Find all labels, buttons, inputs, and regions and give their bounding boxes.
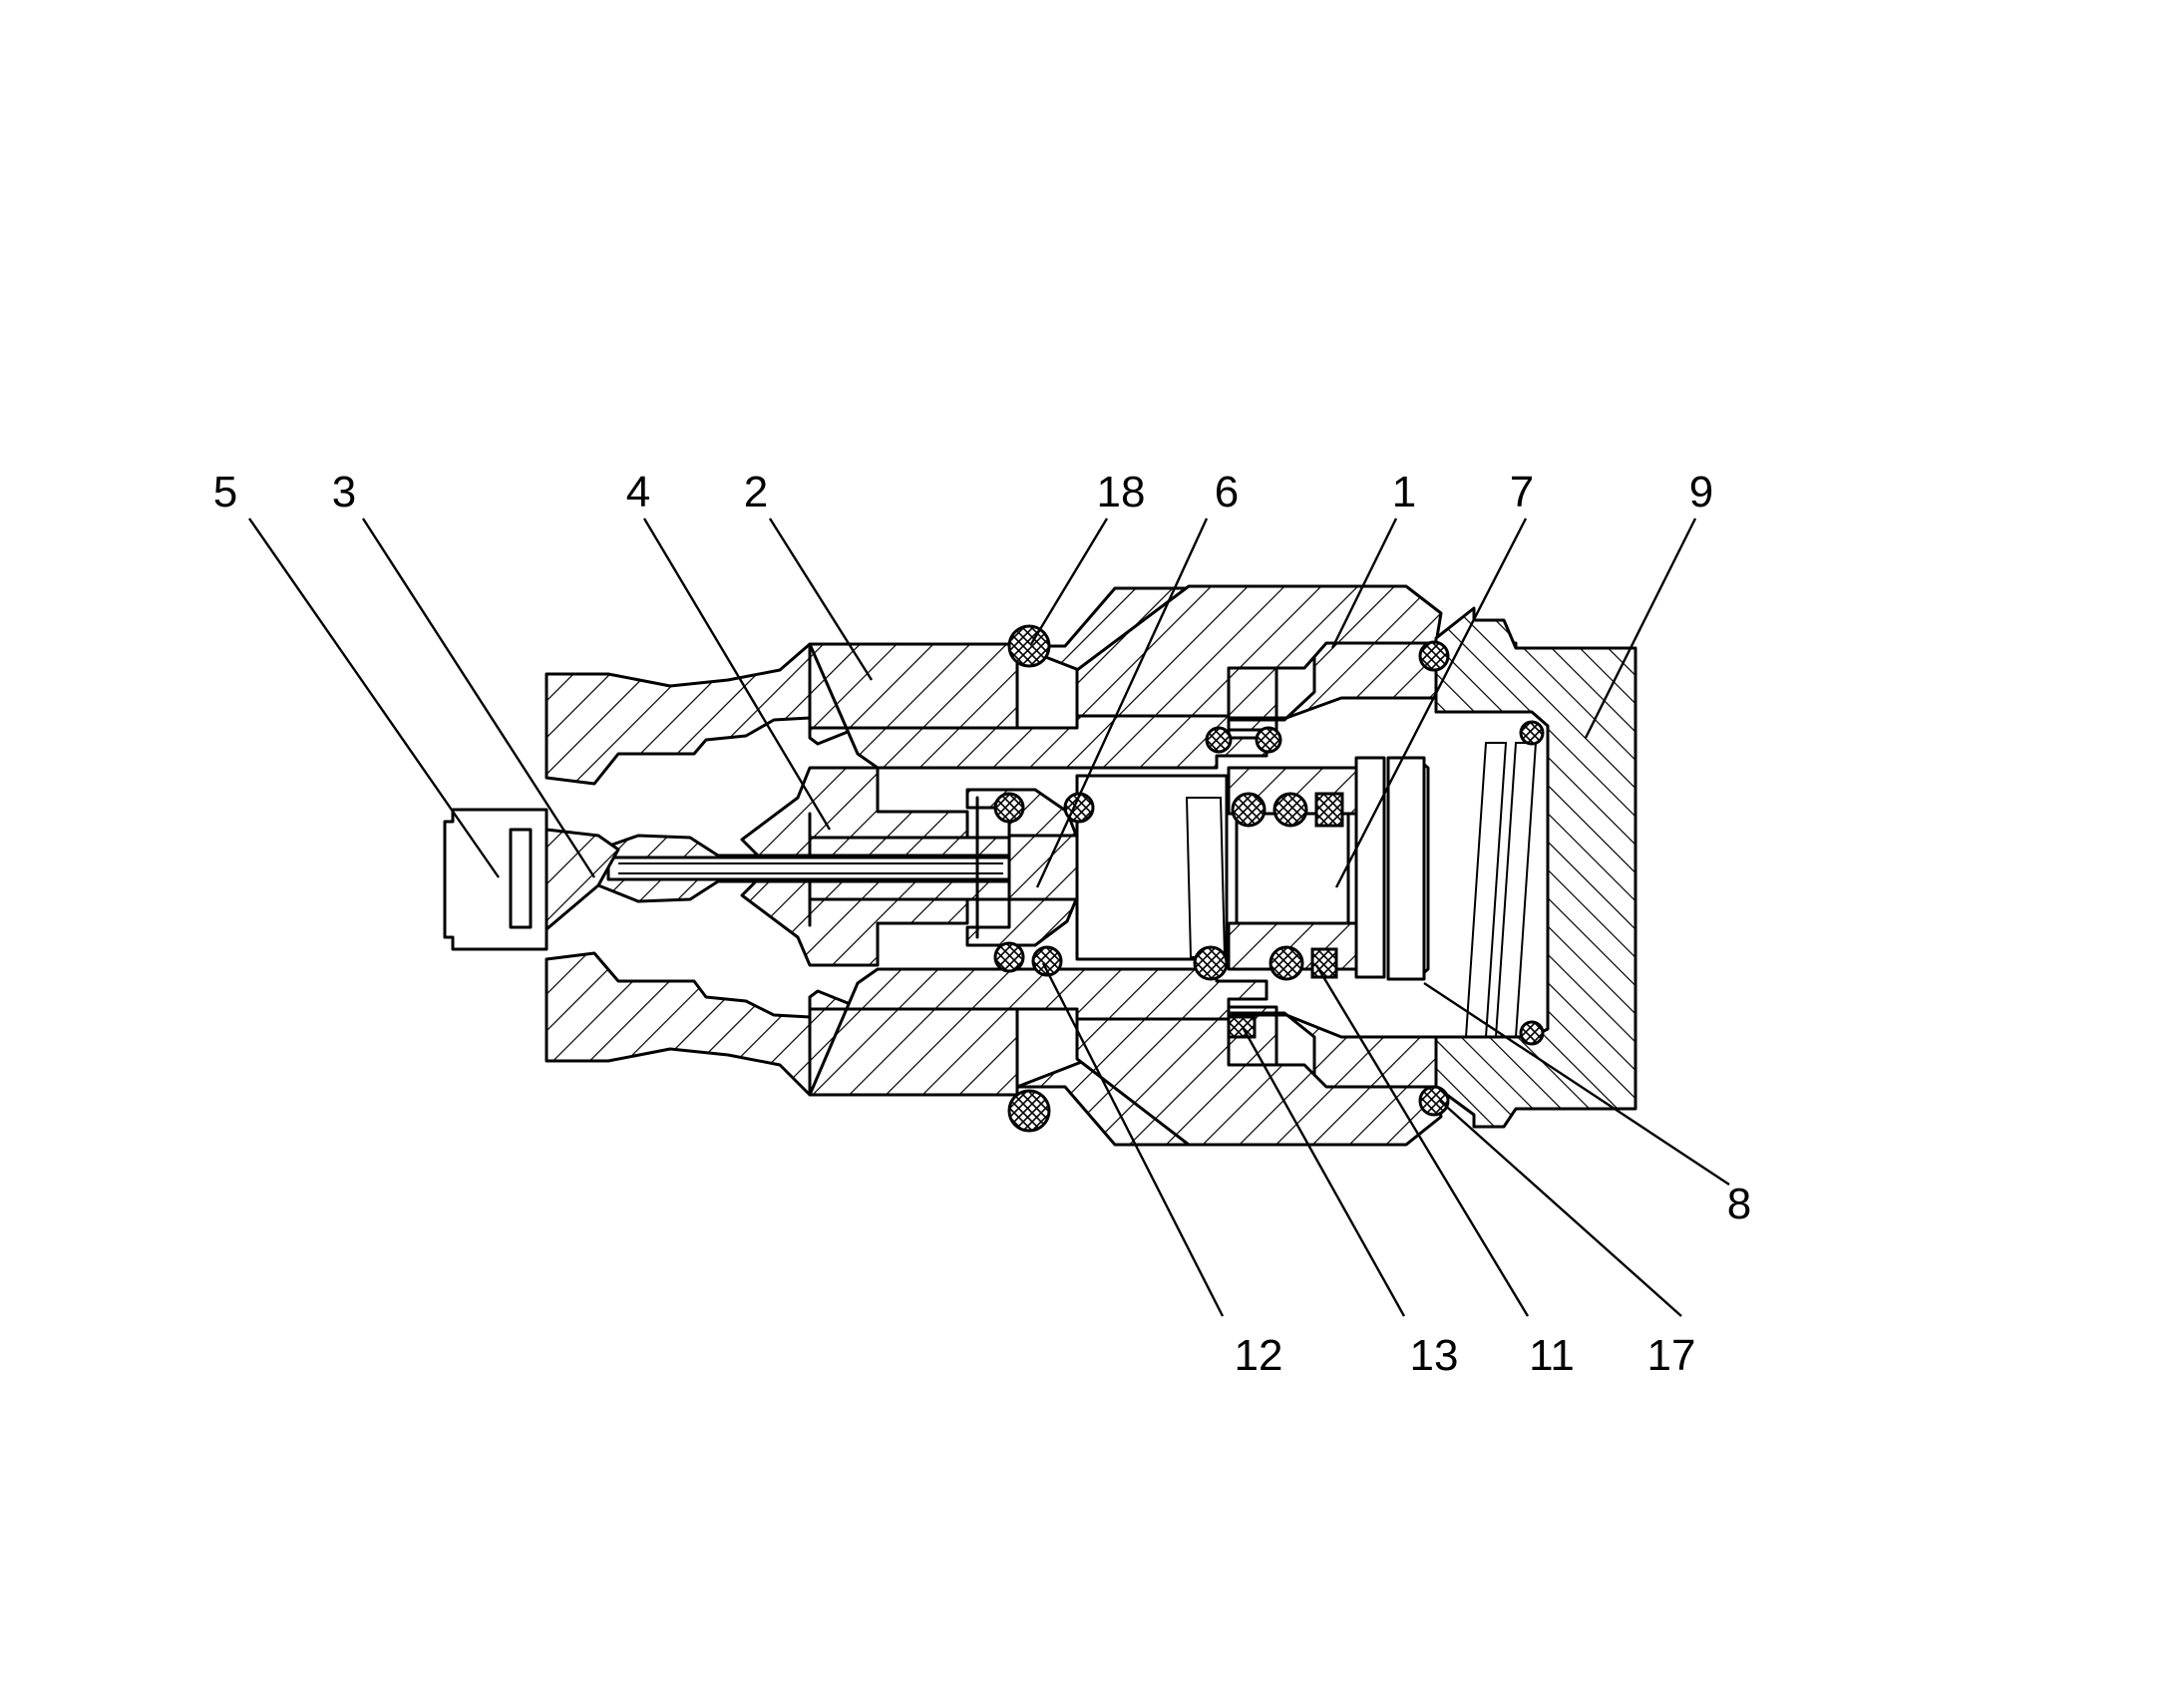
poppet-6 [965, 788, 1081, 947]
leader-4 [642, 517, 832, 831]
leader-18 [1029, 517, 1109, 645]
leader-1 [1330, 517, 1398, 649]
leader-2 [768, 517, 874, 681]
end-cap-9 [1434, 606, 1637, 1129]
seal-17-top [1418, 640, 1450, 672]
o-rings [993, 720, 1545, 1046]
piston-7 [1075, 756, 1430, 981]
leader-17 [1439, 1100, 1682, 1317]
callout-4: 4 [626, 468, 650, 516]
callout-6: 6 [1215, 468, 1239, 516]
callout-11: 11 [1529, 1331, 1575, 1380]
leader-lines [248, 517, 1730, 1317]
fitting-5 [443, 808, 620, 951]
callout-5: 5 [213, 468, 237, 516]
callout-9: 9 [1689, 468, 1713, 516]
nut-2 [545, 642, 1269, 1097]
callout-labels: 5 3 4 2 18 6 1 7 9 8 12 13 11 17 [213, 468, 1751, 1380]
leader-8 [1423, 981, 1730, 1187]
callout-2: 2 [744, 468, 768, 516]
leader-9 [1584, 517, 1697, 739]
leader-11 [1314, 964, 1530, 1317]
seal-17-bottom [1418, 1085, 1450, 1117]
callout-3: 3 [332, 468, 356, 516]
retainer-8 [1386, 756, 1426, 981]
callout-13: 13 [1410, 1331, 1459, 1380]
leader-5 [248, 517, 500, 878]
callout-12: 12 [1235, 1331, 1283, 1380]
leader-13 [1241, 1026, 1406, 1317]
callout-17: 17 [1647, 1331, 1696, 1380]
housing-body-1 [1015, 584, 1528, 1147]
callout-7: 7 [1510, 468, 1534, 516]
leader-7 [1334, 517, 1528, 888]
seal-18-top [1007, 624, 1051, 668]
callout-18: 18 [1097, 468, 1146, 516]
callout-8: 8 [1727, 1180, 1751, 1228]
leader-3 [361, 517, 596, 878]
leader-12 [1041, 962, 1225, 1317]
seal-18-bottom [1007, 1089, 1051, 1133]
callout-1: 1 [1392, 468, 1416, 516]
leader-6 [1035, 517, 1209, 888]
